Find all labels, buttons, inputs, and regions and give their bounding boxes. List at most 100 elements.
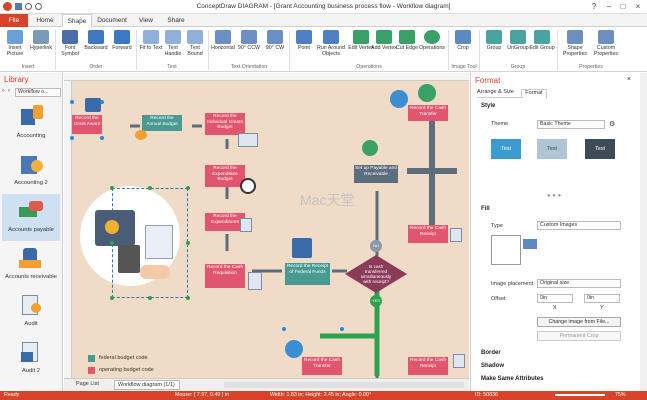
page-list-label[interactable]: Page List	[76, 381, 99, 387]
text-bound-button[interactable]: Text Bound	[182, 30, 208, 62]
group-handle[interactable]	[70, 136, 74, 140]
format-pin-icon[interactable]: ×	[627, 76, 632, 83]
tab-file[interactable]: File	[0, 14, 28, 27]
fill-type-select[interactable]: Custom Images	[537, 221, 621, 230]
ungroup-button[interactable]: UnGroup	[505, 30, 531, 62]
selection-handle[interactable]	[186, 186, 190, 190]
forward-button[interactable]: Forward	[109, 30, 135, 62]
fill-image-preview[interactable]	[491, 235, 521, 265]
qat-redo-icon[interactable]	[35, 3, 42, 10]
style-swatch-3[interactable]: Text	[585, 139, 615, 159]
group-handle[interactable]	[70, 100, 74, 104]
custom-properties-button[interactable]: Custom Properties	[591, 30, 621, 62]
selection-handle[interactable]	[110, 186, 114, 190]
library-dropdown[interactable]: Workflow o...	[15, 88, 61, 97]
qat-save-icon[interactable]	[15, 3, 22, 10]
selection-handle[interactable]	[148, 296, 152, 300]
box-record-cash-requisition[interactable]: Record the Cash Requisition	[205, 264, 245, 288]
add-vertex-button[interactable]: Add Vertex	[371, 30, 397, 62]
backward-button[interactable]: Backward	[83, 30, 109, 62]
insert-picture-button[interactable]: Insert Picture	[2, 30, 28, 62]
selection-handle[interactable]	[186, 241, 190, 245]
minimize-icon[interactable]: –	[606, 2, 612, 11]
cut-edge-button[interactable]: Cut Edge	[394, 30, 420, 62]
library-item-audit[interactable]: Audit	[2, 288, 60, 335]
rotate-ccw-button[interactable]: 90° CCW	[236, 30, 262, 62]
group-handle[interactable]	[100, 136, 104, 140]
selection-handle[interactable]	[110, 241, 114, 245]
box-record-grant-award[interactable]: Record the Grant Award	[72, 115, 102, 134]
selection-handle[interactable]	[186, 296, 190, 300]
library-item-accounts-receivable[interactable]: Accounts receivable	[2, 241, 60, 288]
selection-handle[interactable]	[110, 296, 114, 300]
point-button[interactable]: Point	[291, 30, 317, 62]
font-symbol-button[interactable]: Font Symbol	[57, 30, 83, 62]
library-item-accounting[interactable]: Accounting	[2, 100, 60, 147]
page-tab-workflow[interactable]: Workflow diagram (1/1)	[114, 380, 180, 390]
run-around-objects-button[interactable]: Run Around Objects	[315, 30, 347, 62]
close-icon[interactable]: ×	[635, 2, 641, 11]
library-forward-icon[interactable]: ›	[8, 88, 10, 94]
group-button[interactable]: Group	[481, 30, 507, 62]
tab-view[interactable]: View	[139, 17, 153, 24]
library-back-icon[interactable]: ‹	[2, 88, 4, 94]
box-record-expenditure-budget[interactable]: Record the Expenditure Budget	[205, 165, 245, 187]
box-record-expenditures[interactable]: Record the Expenditures	[205, 213, 245, 231]
section-border[interactable]: Border	[481, 350, 501, 356]
image-placement-select[interactable]: Original size	[537, 279, 621, 288]
edit-vertex-button[interactable]: Edit Vertex	[348, 30, 374, 62]
fill-image-thumb[interactable]	[523, 239, 537, 249]
horizontal-scrollbar[interactable]	[224, 382, 464, 388]
cut-edge-icon	[399, 30, 415, 44]
fit-to-text-button[interactable]: Fit to Text	[138, 30, 164, 62]
group-handle[interactable]	[100, 100, 104, 104]
offset-y-input[interactable]: 0in	[584, 294, 620, 303]
settings-gear-icon[interactable]: ⚙	[609, 121, 616, 128]
horizontal-button[interactable]: Horizontal	[210, 30, 236, 62]
decision-diamond[interactable]	[345, 255, 407, 293]
section-fill[interactable]: Fill	[481, 206, 490, 212]
tab-format[interactable]: Format	[521, 89, 547, 98]
tab-home[interactable]: Home	[36, 17, 54, 24]
style-swatch-1[interactable]: Text	[491, 139, 521, 159]
edit-group-button[interactable]: Edit Group	[529, 30, 555, 62]
box-record-receipt-federal-funds[interactable]: Record the Receipt of Federal Funds	[285, 263, 330, 285]
shape-properties-button[interactable]: Shape Properties	[560, 30, 590, 62]
offset-x-input[interactable]: 0in	[537, 294, 573, 303]
theme-select[interactable]: Basic Theme	[537, 120, 605, 129]
style-swatch-2[interactable]: Text	[537, 139, 567, 159]
crop-button[interactable]: Crop	[450, 30, 476, 62]
box-record-cash-receipt-bottom[interactable]: Record the Cash Receipt	[408, 357, 448, 375]
section-make-same[interactable]: Make Same Attributes	[481, 376, 544, 382]
maximize-icon[interactable]: □	[620, 2, 626, 11]
library-item-audit-2[interactable]: Audit 2	[2, 335, 60, 382]
section-style[interactable]: Style	[481, 103, 496, 109]
tab-share[interactable]: Share	[167, 17, 185, 24]
qat-undo-icon[interactable]	[25, 3, 32, 10]
format-panel-scrollbar[interactable]	[640, 73, 647, 391]
box-record-cash-transfer-bottom[interactable]: Record the Cash Transfer	[302, 357, 342, 375]
hyperlink-button[interactable]: Hyperlink	[28, 30, 54, 62]
tab-shape[interactable]: Shape	[62, 14, 92, 28]
box-record-cash-receipt-right[interactable]: Record the Cash Receipt	[408, 225, 448, 243]
group-handle[interactable]	[340, 327, 344, 331]
zoom-level[interactable]: 75%	[615, 392, 626, 398]
text-handle-button[interactable]: Text Handle	[160, 30, 186, 62]
tab-document[interactable]: Document	[97, 17, 127, 24]
group-handle[interactable]	[282, 327, 286, 331]
change-image-button[interactable]: Change image from File...	[537, 317, 621, 327]
zoom-slider[interactable]	[555, 394, 605, 396]
tab-arrange-size[interactable]: Arrange & Size	[477, 89, 523, 98]
box-setup-payable-receivable[interactable]: Set up Payable and Receivable	[354, 165, 398, 183]
box-record-grants-budget[interactable]: Record the Individual Grants Budget	[205, 113, 245, 135]
selection-handle[interactable]	[148, 186, 152, 190]
operations-button[interactable]: Operations	[417, 30, 447, 62]
box-record-annual-budget[interactable]: Record the Annual Budget	[142, 115, 182, 131]
section-shadow[interactable]: Shadow	[481, 363, 505, 369]
library-item-accounts-payable[interactable]: Accounts payable	[2, 194, 60, 241]
library-item-accounting-2[interactable]: Accounting 2	[2, 147, 60, 194]
box-record-cash-transfer-top[interactable]: Record the Cash Transfer	[408, 105, 448, 121]
permanent-crop-button[interactable]: Permanent Crop	[537, 331, 621, 341]
help-icon[interactable]: ?	[591, 2, 597, 11]
rotate-cw-button[interactable]: 90° CW	[262, 30, 288, 62]
